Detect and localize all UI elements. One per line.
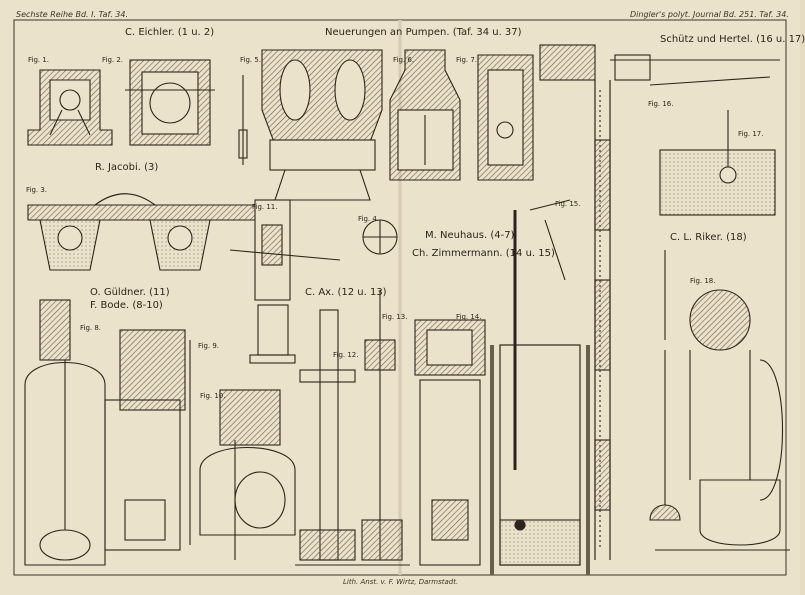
- fig18-drawing: [649, 250, 790, 551]
- fig12-label: Fig. 12.: [333, 351, 359, 359]
- fig1-drawing: [27, 69, 113, 146]
- title-gueldner: O. Güldner. (11): [90, 287, 170, 298]
- main-title: Neuerungen an Pumpen. (Taf. 34 u. 37): [325, 27, 522, 38]
- fig5-drawing: [238, 75, 248, 165]
- fig14-drawing: [414, 319, 486, 566]
- fig15-drawing: [490, 199, 590, 575]
- fig17-label: Fig. 17.: [738, 130, 764, 138]
- fig11-drawing: [229, 199, 341, 364]
- fig10-drawing: [199, 389, 296, 560]
- fig2-label: Fig. 2.: [102, 56, 124, 64]
- fig6-drawing: [261, 49, 383, 201]
- fig7-drawing: [477, 54, 534, 181]
- footer-lithographer: Lith. Anst. v. F. Wirtz, Darmstadt.: [343, 578, 459, 586]
- title-eichler: C. Eichler. (1 u. 2): [125, 27, 215, 38]
- fig4-label: Fig. 4.: [358, 215, 380, 223]
- title-riker: C. L. Riker. (18): [670, 232, 747, 243]
- fig16-drawing: [539, 44, 780, 560]
- header-right: Dingler's polyt. Journal Bd. 251. Taf. 3…: [630, 10, 789, 19]
- title-ax: C. Ax. (12 u. 13): [305, 287, 387, 298]
- fig8-label: Fig. 8.: [80, 324, 102, 332]
- fig9-drawing: [104, 329, 191, 551]
- fig10-label: Fig. 10.: [200, 392, 226, 400]
- fig7-label: Fig. 7.: [456, 56, 478, 64]
- fig3-drawing: [27, 193, 269, 271]
- fig11-label: Fig. 11.: [252, 203, 278, 211]
- fig5-label: Fig. 5.: [240, 56, 262, 64]
- fig4-drawing: [362, 219, 398, 255]
- title-bode: F. Bode. (8-10): [90, 300, 163, 311]
- title-jacobi: R. Jacobi. (3): [95, 162, 159, 173]
- fig13-drawing: [355, 290, 410, 566]
- fig3-label: Fig. 3.: [26, 186, 48, 194]
- fig12-drawing: [295, 309, 360, 566]
- fig1-label: Fig. 1.: [28, 56, 50, 64]
- fig16-label: Fig. 16.: [648, 100, 674, 108]
- fig6-label: Fig. 6.: [393, 56, 415, 64]
- fig2-drawing: [125, 59, 215, 146]
- fig13-label: Fig. 13.: [382, 313, 408, 321]
- header-left: Sechste Reihe Bd. I. Taf. 34.: [16, 10, 129, 19]
- title-schuetz: Schütz und Hertel. (16 u. 17): [660, 34, 805, 45]
- fig9-label: Fig. 9.: [198, 342, 220, 350]
- fig6b-drawing: [389, 49, 461, 181]
- fig18-label: Fig. 18.: [690, 277, 716, 285]
- fig14-label: Fig. 14.: [456, 313, 482, 321]
- fig8-drawing: [24, 299, 106, 566]
- title-zimmermann: Ch. Zimmermann. (14 u. 15): [412, 248, 555, 259]
- title-neuhaus: M. Neuhaus. (4-7): [425, 230, 515, 241]
- fig17-drawing: [659, 110, 776, 216]
- fig15-label: Fig. 15.: [555, 200, 581, 208]
